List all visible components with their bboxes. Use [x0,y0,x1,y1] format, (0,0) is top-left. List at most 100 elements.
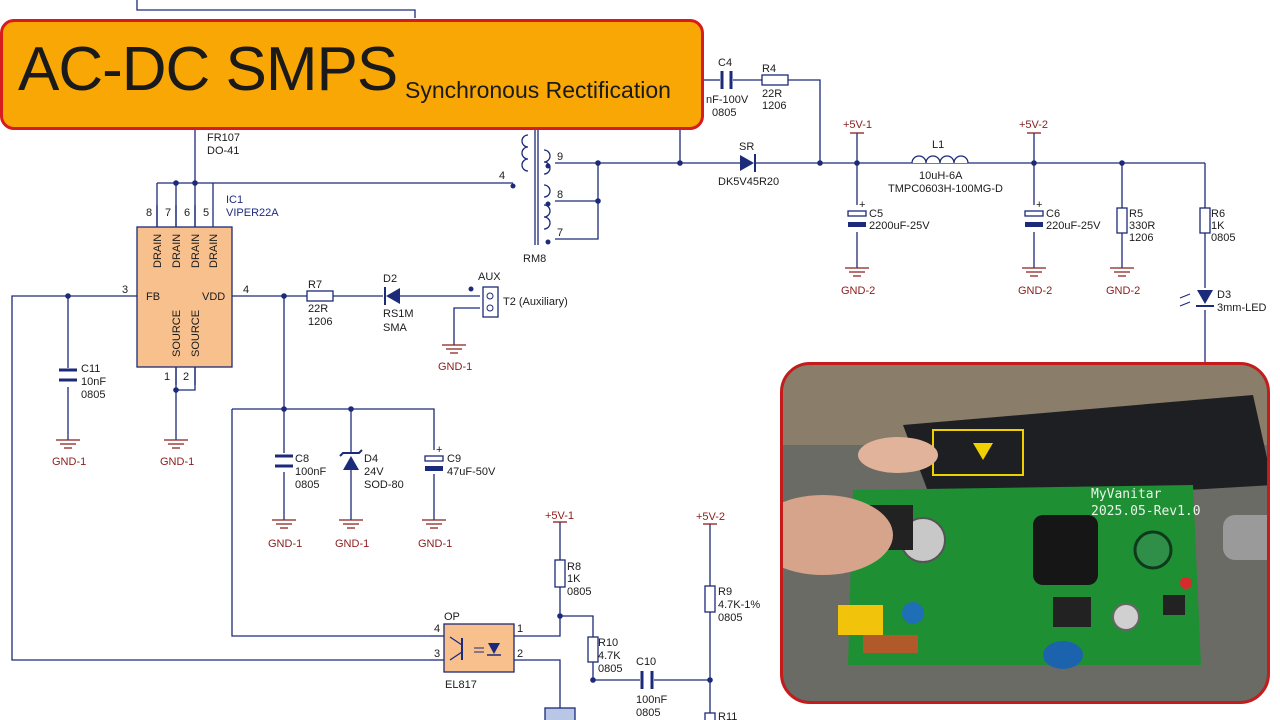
svg-text:+: + [859,199,865,211]
l1-part: TMPC0603H-100MG-D [888,183,1003,195]
l1-symbol [911,155,969,164]
pin-8: 8 [146,207,152,219]
ic-source-1: SOURCE [171,310,183,357]
c8-symbol [275,454,293,468]
r7-package: 1206 [308,316,332,328]
sr-diode-symbol [740,154,756,172]
transformer-pin-7: 7 [557,227,563,239]
gnd1-c8: GND-1 [268,538,302,550]
transformer-pin-4: 4 [499,170,505,182]
net-5v2-top: +5V-2 [1019,119,1048,131]
c6-ref: C6 [1046,208,1060,220]
r9-ref: R9 [718,586,732,598]
r4-symbol [761,74,789,86]
svg-text:+: + [1036,199,1042,211]
gnd1-c11: GND-1 [52,456,86,468]
title-banner: AC-DC SMPS Synchronous Rectification [0,19,704,130]
r7-symbol [306,290,334,302]
d4-package: SOD-80 [364,479,404,491]
pcb-photo: MyVanitar 2025.05-Rev1.0 [780,362,1270,704]
aux-label: AUX [478,271,501,283]
capacitor-green [1133,530,1173,570]
ic1-drain-labels: DRAIN DRAIN DRAIN DRAIN SOURCE SOURCE [152,234,220,357]
c10-package: 0805 [636,707,660,719]
l1-value: 10uH-6A [919,170,963,182]
r7-ref: R7 [308,279,322,291]
d2-value: RS1M [383,308,414,320]
net-5v2-bottom: +5V-2 [696,511,725,523]
ic-fb-label: FB [146,291,160,303]
title-main: AC-DC SMPS [18,35,398,104]
t2-label: T2 (Auxiliary) [503,296,568,308]
r8-ref: R8 [567,561,581,573]
c4-ref: C4 [718,57,732,69]
ic-source-2: SOURCE [190,310,202,357]
c4-value: nF-100V [706,94,749,106]
pcb-board: MyVanitar 2025.05-Rev1.0 [838,485,1201,669]
r9-value: 4.7K-1% [718,599,760,611]
pin-5: 5 [203,207,209,219]
l1-ref: L1 [932,139,944,151]
net-5v1-bottom: +5V-1 [545,510,574,522]
transformer-pin-9: 9 [557,151,563,163]
d3-ref: D3 [1217,289,1231,301]
r11-symbol [704,712,716,720]
pin-3: 3 [122,284,128,296]
r5-ref: R5 [1129,208,1143,220]
r4-ref: R4 [762,63,776,75]
ic-drain-5: DRAIN [208,234,220,268]
gnd1-d4: GND-1 [335,538,369,550]
d3-value: 3mm-LED [1217,302,1267,314]
d4-ref: D4 [364,453,378,465]
ground-symbols [56,267,1134,529]
c11-ref: C11 [81,363,100,375]
ic-drain-6: DRAIN [190,234,202,268]
ic-drain-7: DRAIN [171,234,183,268]
r11-ref: R11 [718,711,737,720]
c5-ref: C5 [869,208,883,220]
pcb-board-rev: 2025.05-Rev1.0 [1091,504,1201,519]
r6-package: 0805 [1211,232,1235,244]
c9-value: 47uF-50V [447,466,496,478]
c10-value: 100nF [636,694,667,706]
op-pin-4: 4 [434,623,440,635]
r10-ref: R10 [598,637,618,649]
sr-value: DK5V45R20 [718,176,779,188]
ic-drain-8: DRAIN [152,234,164,268]
tl431-symbol [544,707,576,720]
c4-package: 0805 [712,107,736,119]
r6-symbol [1199,207,1211,234]
transformer [521,130,551,245]
r8-package: 0805 [567,586,591,598]
pcb-photo-drawing: MyVanitar 2025.05-Rev1.0 [783,365,1267,701]
r5-value: 330R [1129,220,1155,232]
pin-7: 7 [165,207,171,219]
c5-value: 2200uF-25V [869,220,930,232]
c10-ref: C10 [636,656,656,668]
c8-package: 0805 [295,479,319,491]
d4-zener-symbol [339,449,363,470]
c11-package: 0805 [81,389,105,401]
op-pin-1: 1 [517,623,523,635]
ic1-value: VIPER22A [226,207,279,219]
ic1-ref: IC1 [226,194,243,206]
d2-package: SMA [383,322,408,334]
r9-package: 0805 [718,612,742,624]
pin-4: 4 [243,284,249,296]
c11-value: 10nF [81,376,106,388]
title-subtitle: Synchronous Rectification [405,77,671,103]
r10-symbol [587,636,599,663]
gnd1-ic: GND-1 [160,456,194,468]
ic1-body [136,226,233,368]
inductor-core [1033,515,1098,585]
svg-text:+: + [436,444,442,456]
r8-symbol [554,559,566,588]
gnd2-c5: GND-2 [841,285,875,297]
r9-symbol [704,585,716,613]
pin-6: 6 [184,207,190,219]
x-capacitor [838,605,883,635]
bnc-connector [1223,515,1267,560]
c11-symbol [59,368,77,382]
op-pin-2: 2 [517,648,523,660]
